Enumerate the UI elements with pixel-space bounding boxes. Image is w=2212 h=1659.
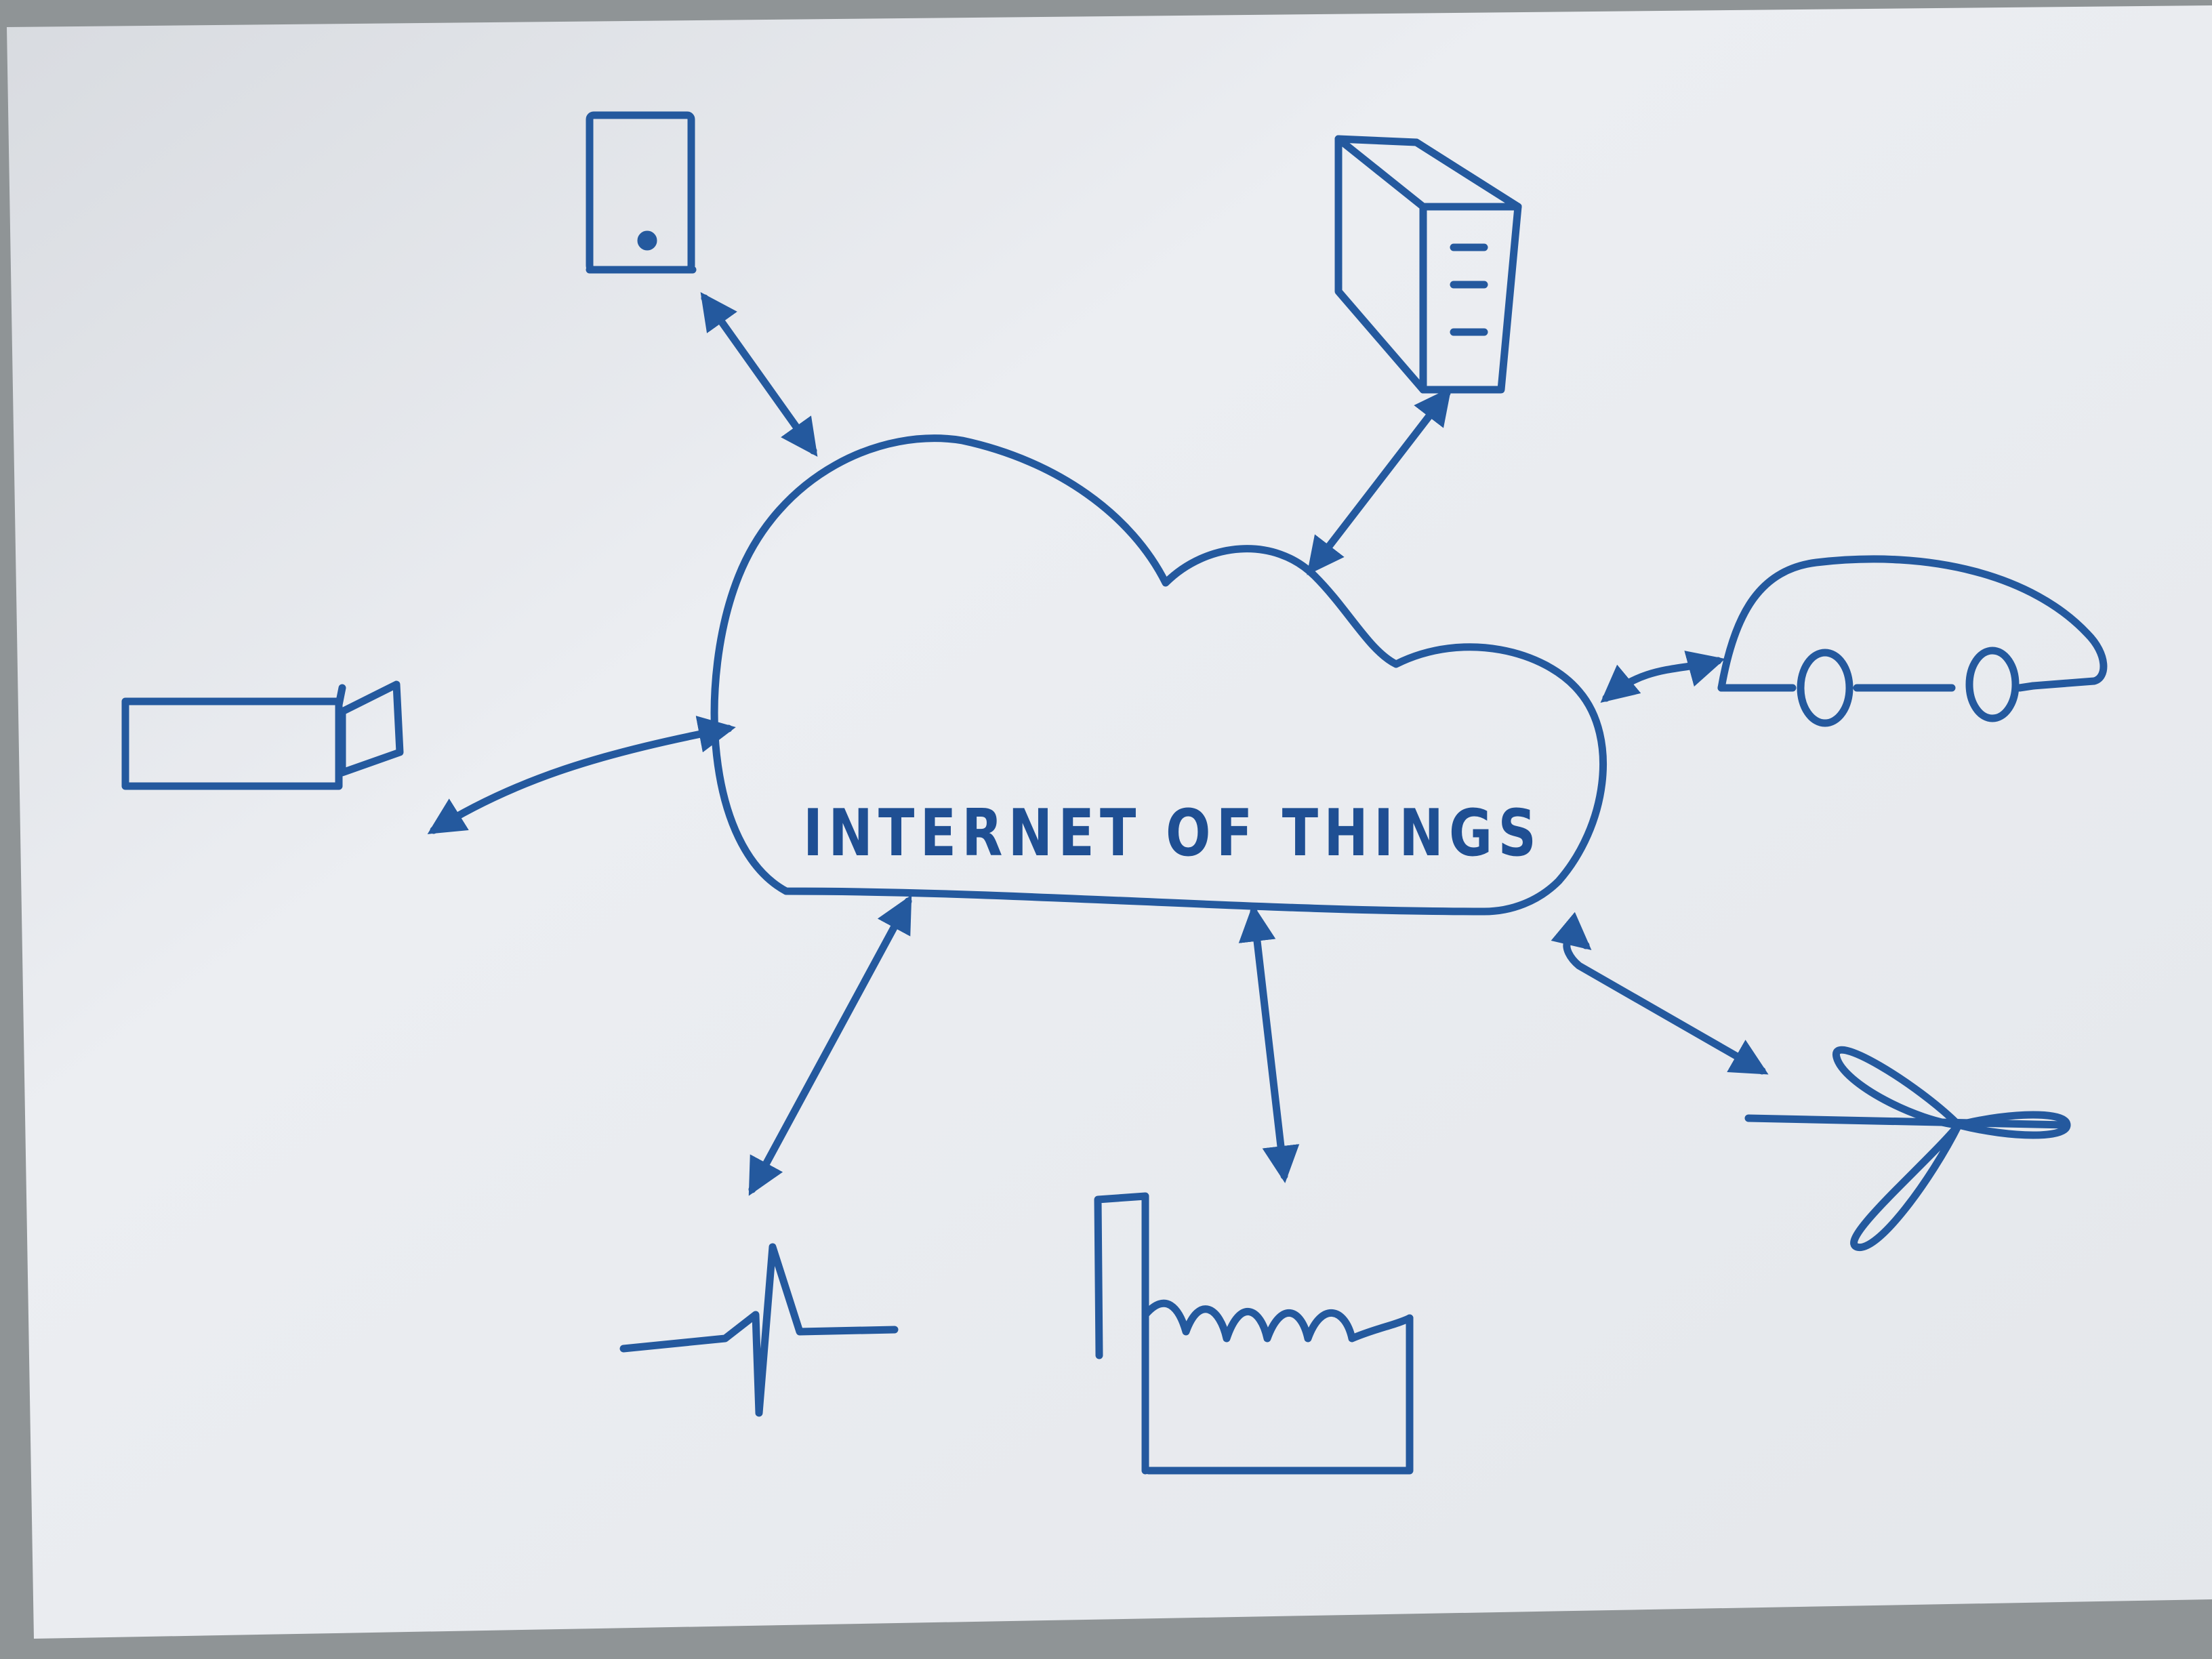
connector-car <box>1600 651 1725 703</box>
mobile-phone-icon <box>586 111 697 274</box>
connector-server <box>1307 387 1452 575</box>
connector-phone <box>700 292 818 457</box>
diagram-title: INTERNET OF THINGS <box>803 796 1542 871</box>
connector-factory <box>1238 904 1300 1183</box>
wind-turbine-icon <box>1744 1046 2071 1252</box>
paper-sheet <box>7 5 2212 1639</box>
connector-heartbeat <box>748 895 912 1196</box>
car-icon <box>1717 555 2108 727</box>
server-tower-icon <box>1334 135 1522 394</box>
factory-icon <box>1094 1192 1414 1475</box>
connector-camera <box>427 716 736 834</box>
connector-wind-turbine <box>1551 912 1769 1075</box>
heartbeat-icon <box>619 1243 899 1417</box>
security-camera-icon <box>121 680 404 790</box>
internet-of-things-cloud <box>710 434 1607 916</box>
